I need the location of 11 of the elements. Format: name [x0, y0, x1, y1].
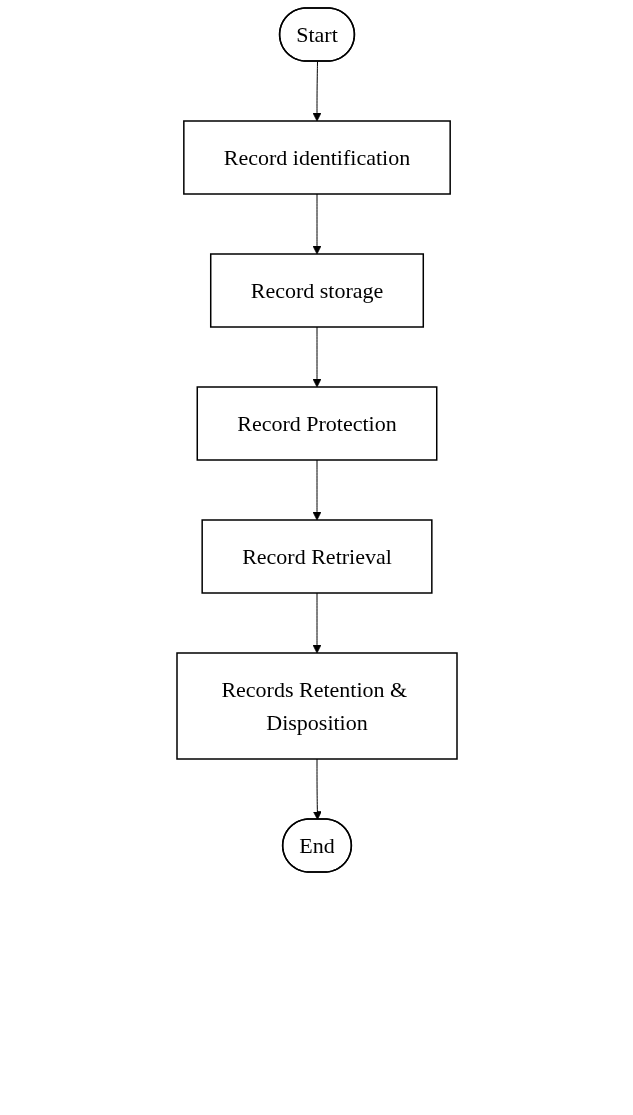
node-box: Record storage — [209, 253, 424, 328]
arrow — [312, 758, 322, 820]
arrow — [312, 459, 321, 521]
node-box: Records Retention & Disposition — [175, 652, 458, 760]
arrow — [312, 592, 321, 654]
node-box: Record identification — [182, 120, 451, 195]
arrow — [312, 193, 321, 255]
arrow — [312, 326, 321, 388]
arrow — [312, 61, 321, 122]
node-box: Record Protection — [196, 386, 437, 461]
node-box: Record Retrieval — [200, 519, 433, 594]
